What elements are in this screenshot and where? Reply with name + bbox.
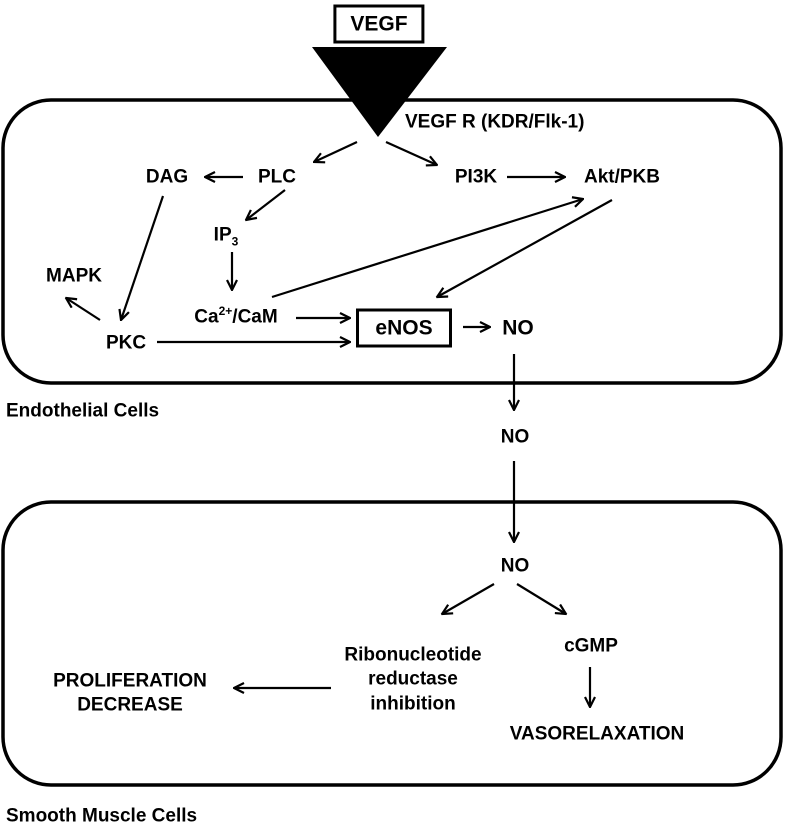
- receptor-label: VEGF R (KDR/Flk-1): [405, 111, 585, 133]
- vegf-box: VEGF: [333, 4, 425, 44]
- pkc-label: PKC: [105, 332, 147, 354]
- arrow-akt-enos: [437, 199, 613, 297]
- no-endothelial-label: NO: [502, 316, 534, 340]
- arrow-receptor-pi3k: [385, 140, 437, 165]
- enos-label: eNOS: [375, 316, 433, 340]
- arrow-no-cgmp: [516, 583, 566, 614]
- proliferation-decrease-label: PROLIFERATION DECREASE: [53, 670, 207, 716]
- no-extracellular-label: NO: [500, 426, 530, 448]
- ca-cam-label: Ca2+/CaM: [194, 304, 278, 328]
- mapk-label: MAPK: [46, 265, 102, 287]
- arrow-dag-pkc: [121, 195, 165, 320]
- enos-box: eNOS: [356, 308, 452, 348]
- vasorelaxation-label: VASORELAXATION: [509, 723, 685, 745]
- arrow-receptor-plc: [314, 141, 358, 162]
- endothelial-region-label: Endothelial Cells: [6, 400, 160, 422]
- pi3k-label: PI3K: [454, 166, 498, 188]
- no-smooth-muscle-label: NO: [500, 555, 530, 577]
- smooth-muscle-region-label: Smooth Muscle Cells: [6, 805, 198, 827]
- arrow-no-ribo: [442, 583, 495, 614]
- receptor-triangle: [312, 47, 447, 137]
- vegf-label: VEGF: [350, 12, 408, 36]
- plc-label: PLC: [258, 166, 296, 188]
- arrow-plc-ip3: [246, 189, 286, 220]
- ip3-label: IP3: [213, 224, 239, 249]
- cgmp-label: cGMP: [564, 635, 618, 657]
- akt-pkb-label: Akt/PKB: [583, 166, 661, 188]
- dag-label: DAG: [145, 166, 189, 188]
- arrow-pkc-mapk: [66, 298, 101, 321]
- arrow-ca-akt: [271, 199, 583, 299]
- ribonucleotide-label: Ribonucleotide reductase inhibition: [344, 644, 482, 715]
- smooth-muscle-cell-boundary: [1, 500, 783, 787]
